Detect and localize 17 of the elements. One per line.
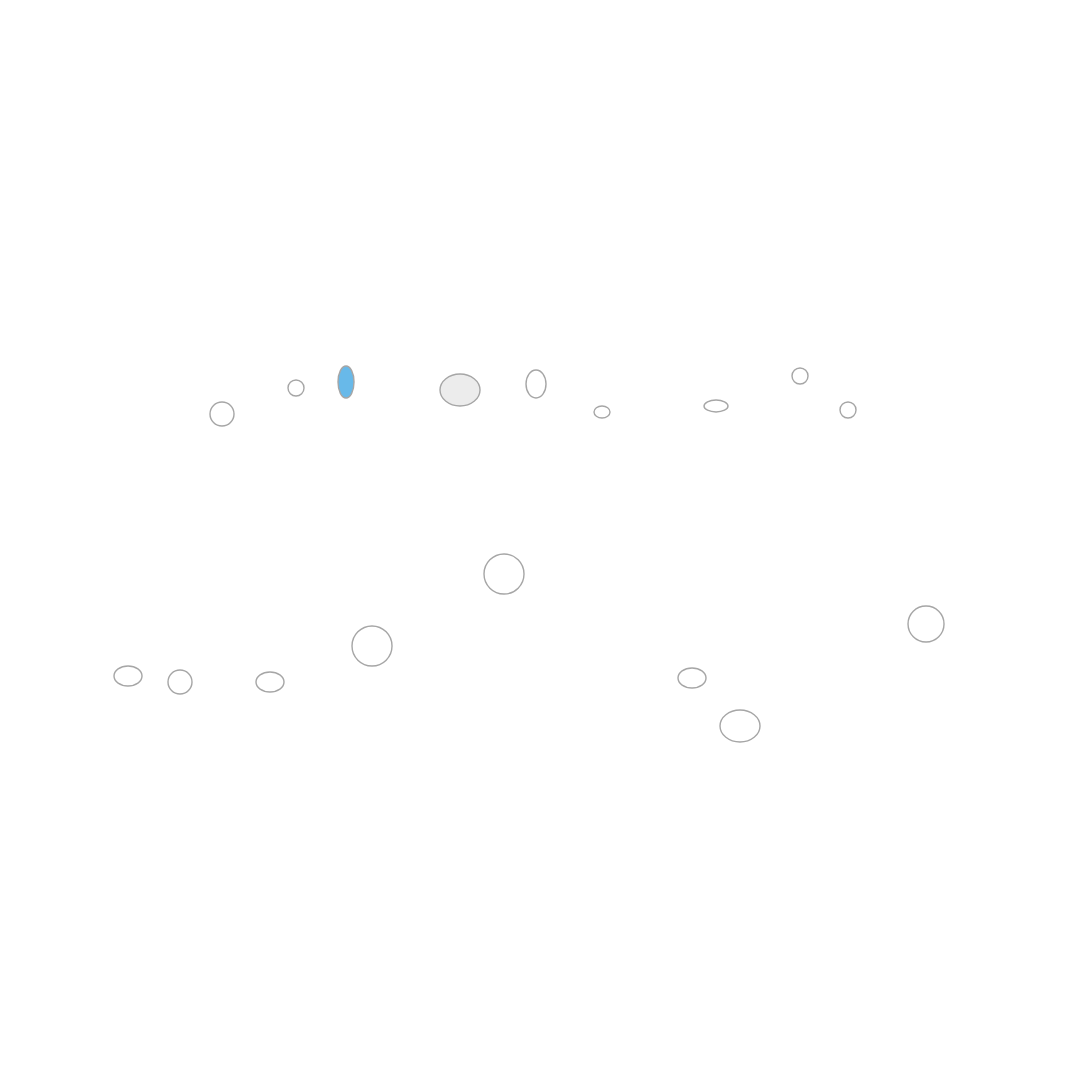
bubble [907, 605, 945, 643]
bubble [209, 401, 235, 427]
bubble [525, 369, 547, 399]
bubble [593, 405, 611, 419]
bubble [337, 365, 355, 399]
bubble [703, 399, 729, 413]
bubble [839, 401, 857, 419]
bubble [167, 669, 193, 695]
bubble [791, 367, 809, 385]
bubble [351, 625, 393, 667]
bubble [113, 665, 143, 687]
bubble [255, 671, 285, 693]
bubble [287, 379, 305, 397]
bubble [439, 373, 481, 407]
bubble [719, 709, 761, 743]
bubble [483, 553, 525, 595]
bubble [677, 667, 707, 689]
